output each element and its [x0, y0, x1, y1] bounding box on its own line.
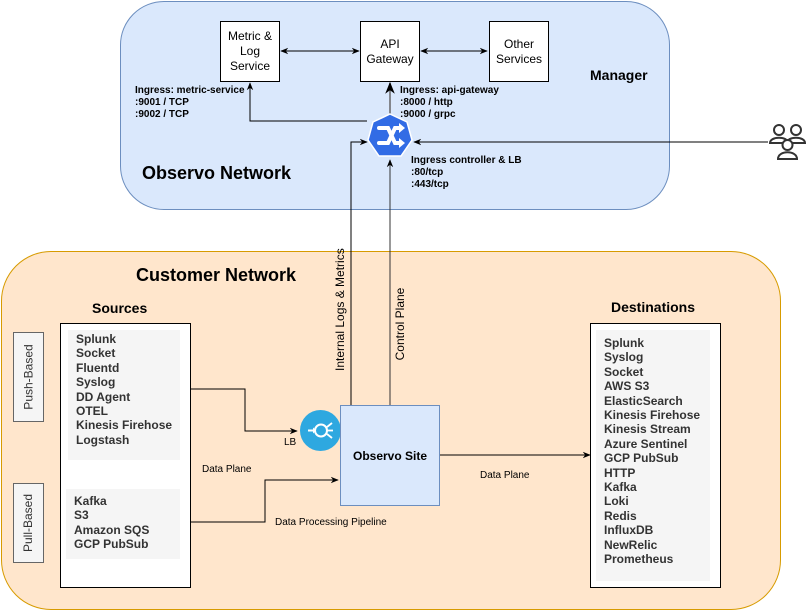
list-item: Logstash	[76, 432, 130, 447]
ingress-metric-title: Ingress: metric-service	[135, 85, 245, 96]
list-item: Azure Sentinel	[604, 436, 688, 451]
api-gateway-box[interactable]: API Gateway	[360, 21, 420, 82]
manager-label: Manager	[590, 67, 648, 83]
ingress-metric-annotation: Ingress: metric-service :9001 / TCP :900…	[135, 85, 245, 121]
list-item: Loki	[604, 494, 629, 509]
list-item: Amazon SQS	[74, 522, 150, 537]
load-balancer-icon[interactable]	[300, 410, 341, 451]
ingress-controller-port: :80/tcp	[411, 167, 444, 178]
observo-network-title: Observo Network	[142, 163, 292, 183]
list-item: HTTP	[604, 465, 636, 480]
list-item: Socket	[76, 346, 116, 361]
list-item: Kafka	[74, 494, 107, 508]
customer-network-title: Customer Network	[136, 265, 297, 285]
list-item: Kafka	[604, 480, 637, 495]
ingress-metric-port: :9001 / TCP	[135, 97, 189, 108]
list-item: AWS S3	[604, 379, 650, 394]
list-item: GCP PubSub	[74, 537, 149, 552]
ingress-controller-port: :443/tcp	[411, 179, 449, 190]
data-plane-left-label: Data Plane	[202, 464, 252, 475]
list-item: InfluxDB	[604, 523, 654, 538]
other-services-box[interactable]: Other Services	[489, 21, 549, 82]
list-item: NewRelic	[604, 537, 658, 552]
ingress-metric-port: :9002 / TCP	[135, 109, 189, 120]
list-item: Kinesis Firehose	[76, 418, 173, 433]
list-item: Splunk	[604, 336, 645, 350]
lb-label: LB	[284, 437, 297, 448]
sources-title: Sources	[92, 300, 148, 316]
metric-log-service-box[interactable]: Metric & Log Service	[220, 21, 280, 82]
data-processing-label: Data Processing Pipeline	[275, 517, 387, 528]
push-based-tag: Push-Based	[13, 332, 44, 422]
list-item: Kinesis Stream	[604, 422, 691, 437]
ingress-api-port: :9000 / grpc	[400, 109, 456, 120]
ingress-api-port: :8000 / http	[400, 97, 453, 108]
control-plane-label: Control Plane	[393, 287, 407, 361]
data-plane-right-label: Data Plane	[480, 470, 530, 481]
kubernetes-ingress-icon[interactable]	[367, 113, 413, 159]
list-item: Redis	[604, 508, 637, 523]
pull-based-label: Pull-Based	[21, 493, 36, 553]
list-item: GCP PubSub	[604, 451, 679, 466]
list-item: OTEL	[76, 404, 108, 419]
pull-based-tag: Pull-Based	[13, 483, 44, 563]
internal-logs-label: Internal Logs & Metrics	[333, 248, 347, 371]
list-item: Prometheus	[604, 552, 674, 567]
other-services-label: Other Services	[495, 36, 542, 66]
list-item: ElasticSearch	[604, 393, 683, 408]
metric-log-service-label: Metric & Log Service	[227, 29, 272, 73]
list-item: Socket	[604, 364, 644, 379]
list-item: DD Agent	[76, 389, 131, 404]
ingress-controller-title: Ingress controller & LB	[411, 155, 522, 166]
list-item: Fluentd	[76, 360, 120, 375]
observo-site-box[interactable]: Observo Site	[340, 405, 440, 506]
ingress-controller-annotation: Ingress controller & LB :80/tcp :443/tcp	[411, 155, 522, 191]
list-item: Splunk	[76, 332, 117, 346]
list-item: S3	[74, 508, 89, 523]
list-item: Syslog	[604, 350, 644, 365]
edge-internal-logs	[350, 138, 368, 405]
push-based-label: Push-Based	[21, 344, 36, 410]
list-item: Kinesis Firehose	[604, 408, 701, 423]
ingress-api-title: Ingress: api-gateway	[400, 85, 499, 96]
edge-ingress-metric	[246, 82, 367, 122]
destinations-title: Destinations	[611, 299, 696, 315]
users-icon	[768, 121, 808, 163]
api-gateway-label: API Gateway	[366, 36, 414, 66]
ingress-api-annotation: Ingress: api-gateway :8000 / http :9000 …	[400, 85, 499, 121]
edge-pull-site	[191, 476, 339, 523]
observo-site-label: Observo Site	[352, 448, 428, 463]
list-item: Syslog	[76, 375, 116, 390]
edge-push-lb	[191, 388, 298, 435]
